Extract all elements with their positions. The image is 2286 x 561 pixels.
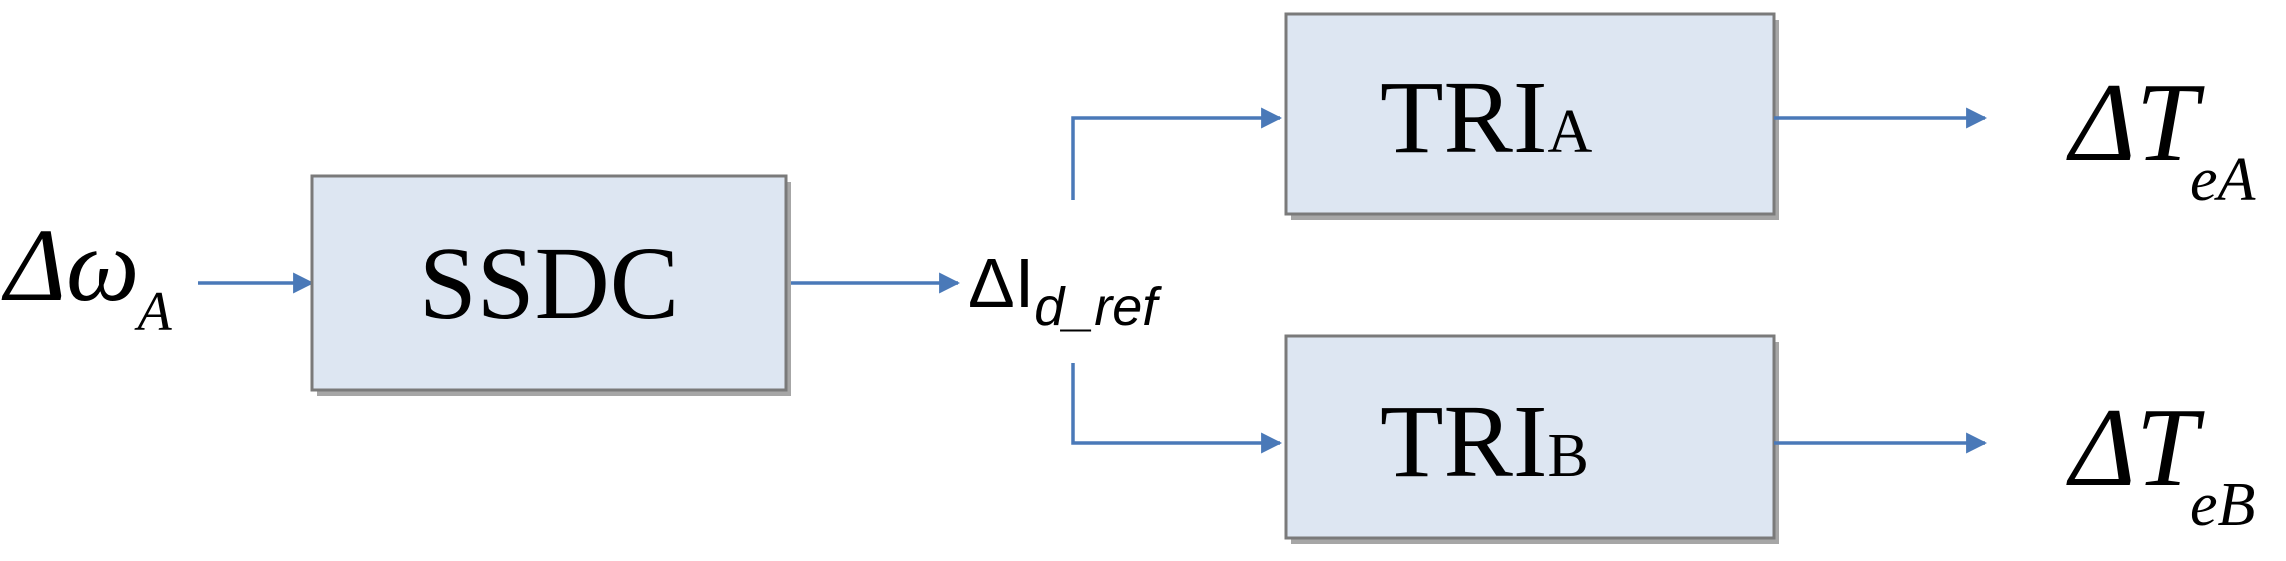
reference-current-label: ΔId_ref <box>968 244 1162 337</box>
output-a-subscript: eA <box>2190 146 2257 214</box>
ssdc-block: SSDC <box>310 174 791 396</box>
ssdc-label: SSDC <box>419 226 679 341</box>
tri-a-label: TRIA <box>1380 60 1593 175</box>
reference-current-subscript: d_ref <box>1034 277 1162 337</box>
output-b-label: ΔTeB <box>2066 386 2255 539</box>
tri-b-label: TRIB <box>1380 384 1589 499</box>
input-signal-subscript: A <box>133 281 172 343</box>
reference-current-symbol: ΔI <box>968 244 1034 322</box>
tri-a-block: TRIA <box>1284 12 1779 220</box>
branch-to-tri-b <box>1071 363 1283 454</box>
input-signal-symbol: Δω <box>1 208 139 323</box>
tri-a-label-subscript: A <box>1548 98 1593 166</box>
branch-to-tri-a <box>1071 107 1283 200</box>
tri-b-label-subscript: B <box>1548 422 1589 490</box>
output-b-symbol: ΔT <box>2066 386 2205 510</box>
tri-b-block: TRIB <box>1284 334 1779 544</box>
output-b-subscript: eB <box>2190 471 2255 539</box>
tri-b-label-main: TRI <box>1380 384 1548 499</box>
input-signal-label: ΔωA <box>1 208 172 343</box>
output-a-label: ΔTeA <box>2066 61 2257 214</box>
tri-a-label-main: TRI <box>1380 60 1548 175</box>
output-a-symbol: ΔT <box>2066 61 2205 185</box>
